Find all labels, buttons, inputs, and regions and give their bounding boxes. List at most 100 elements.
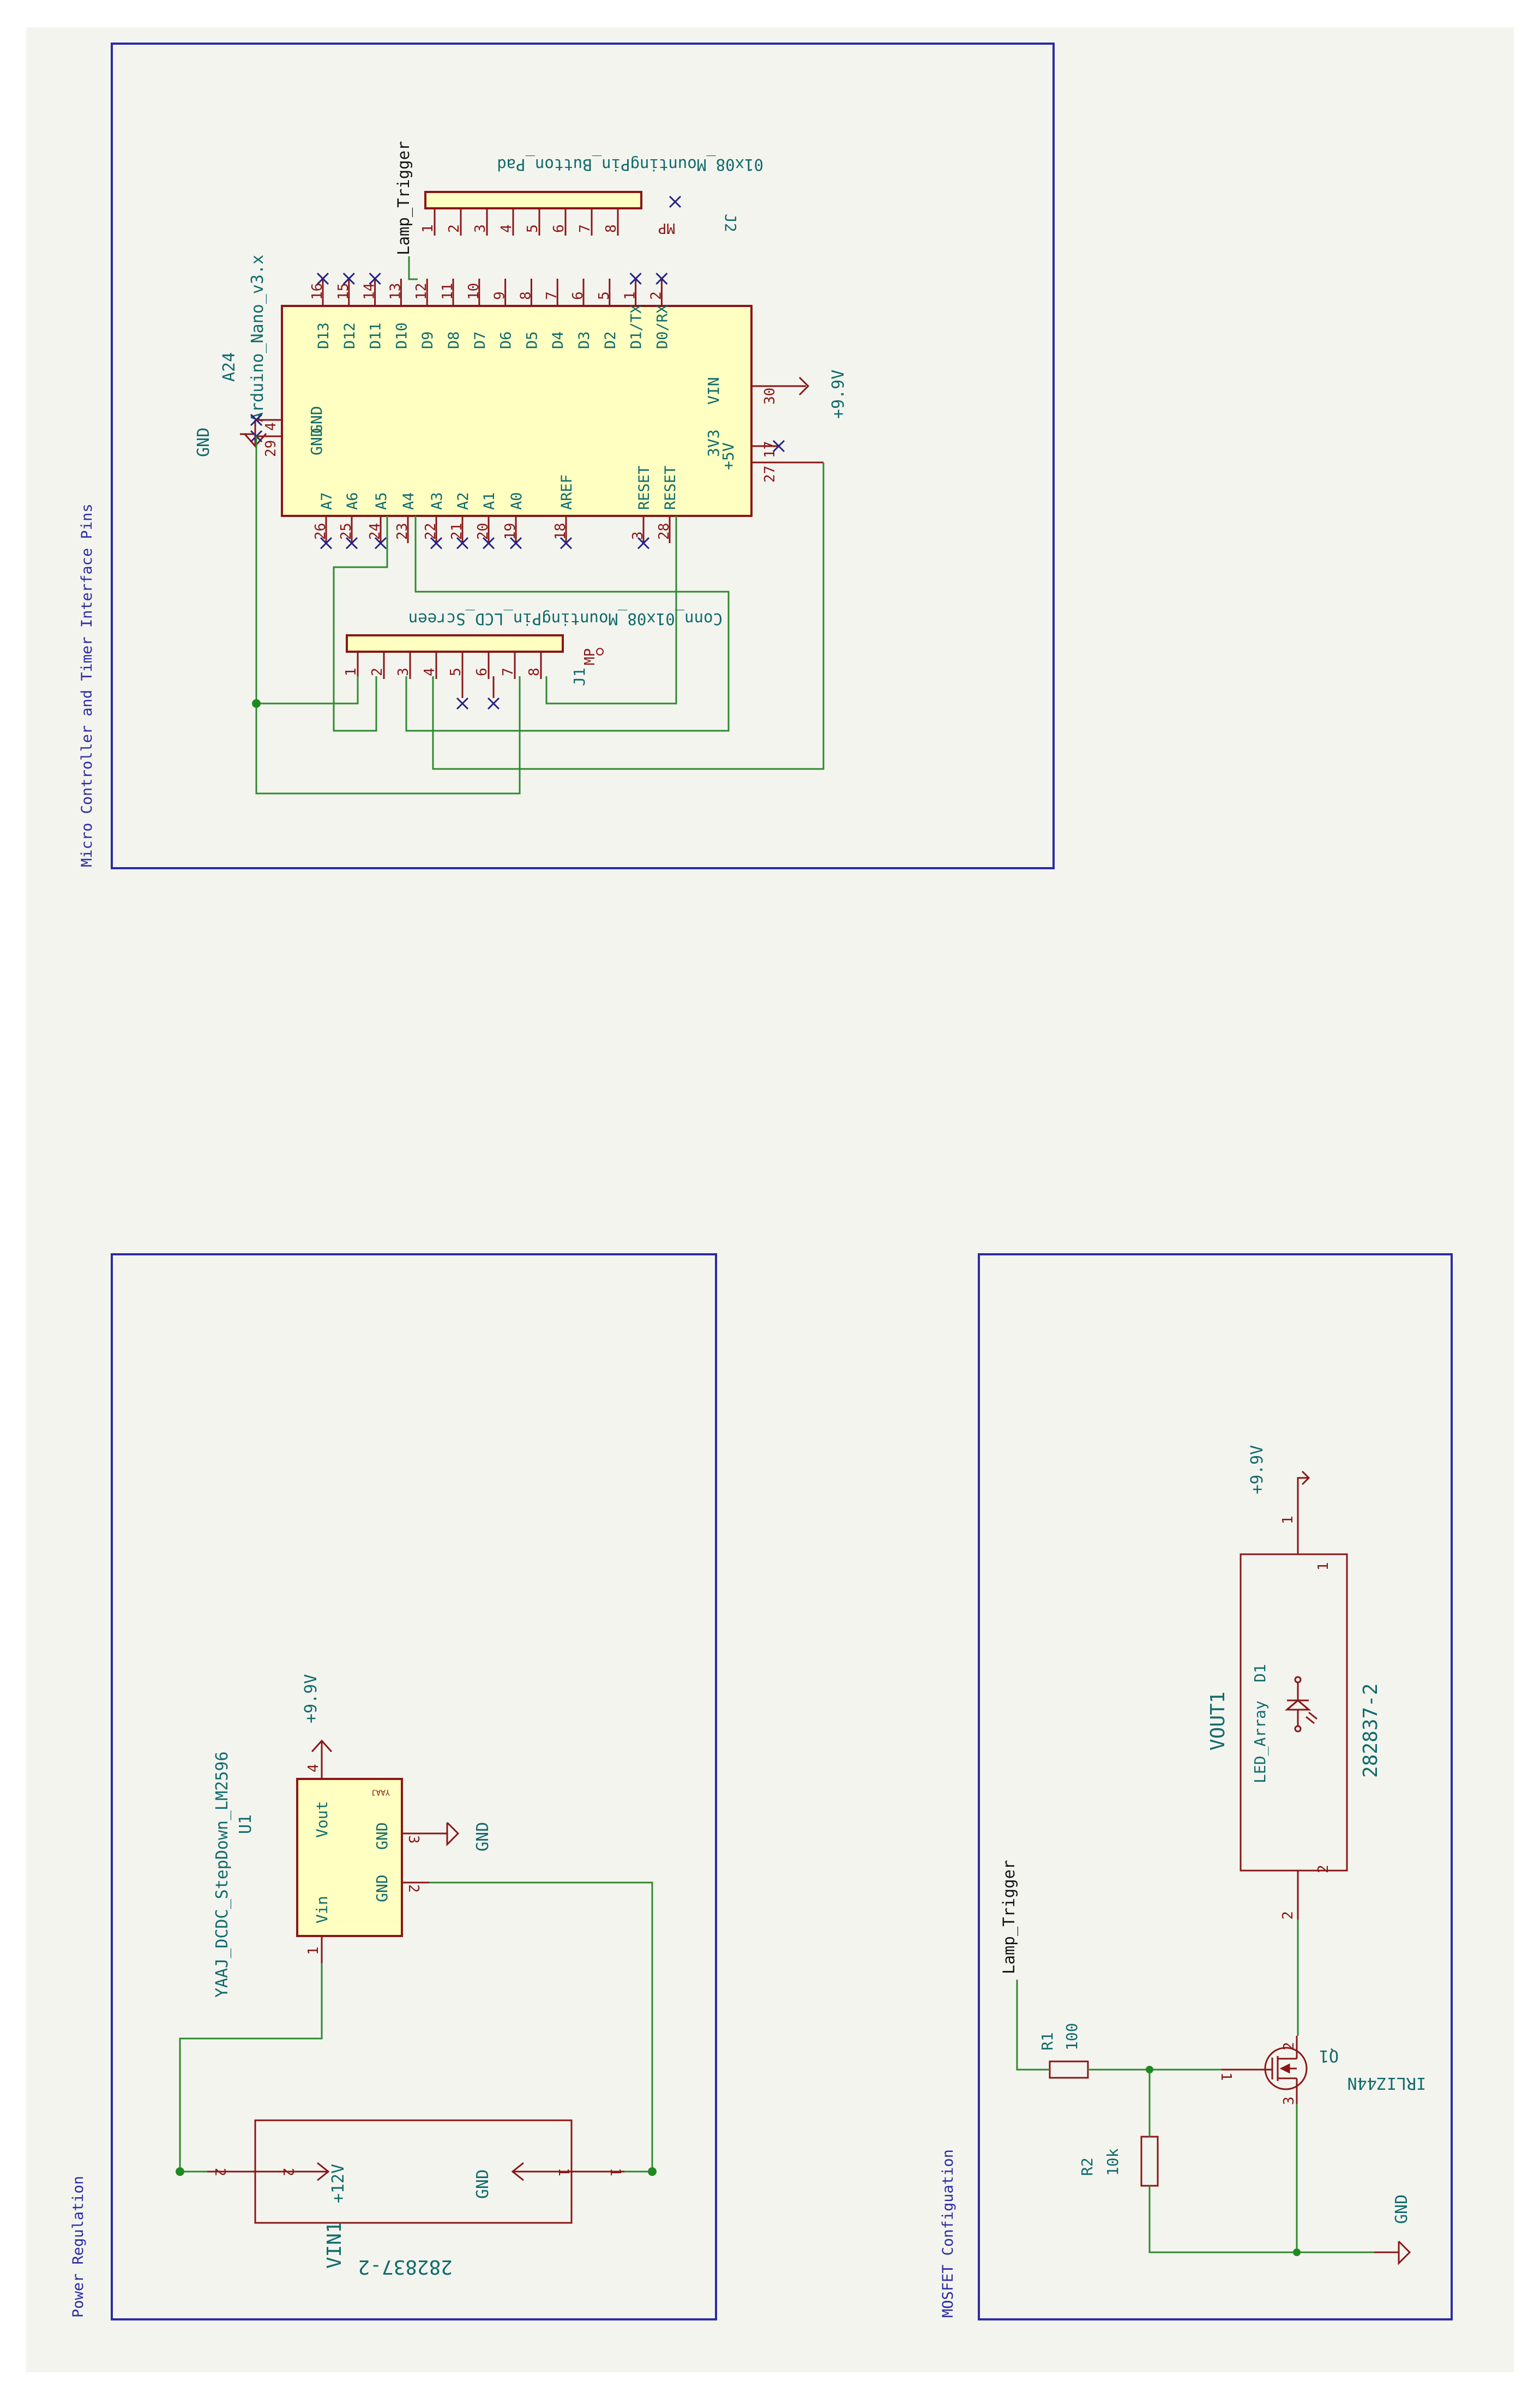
gnd-label-mosfet: GND [1392,2194,1411,2224]
a24-top-pin-name: D9 [419,331,436,349]
r1-value: 100 [1063,2023,1081,2051]
led-array-icon [1284,1676,1318,1733]
lamp-trigger-label-a24: Lamp_Trigger [394,141,413,255]
a24-bottom-pin-num: 23 [394,523,411,540]
a24-top-pin-name: D12 [341,322,358,349]
v99-label-a24: +9.9V [829,370,848,419]
vout1-pin-bottom-b: 2 [1315,1865,1332,1873]
gnd-label-a24: GND [194,428,213,457]
a24-top-pin-num: 12 [413,283,430,300]
j1-value: Conn_01x08_MountingPin_LCD_Screen [408,609,723,628]
u1-pin-gnd-bottom: GND [373,1874,391,1902]
a24-bottom-pin-num: 21 [449,523,465,540]
connector-pin-num: 1 [343,668,359,676]
a24-bottom-pin-name: A1 [481,492,498,510]
a24-top-pin-name: D3 [576,331,593,349]
a24-bottom-pin-num: 26 [312,523,329,540]
sheet-title-power: Power Regulation [70,2176,87,2318]
a24-pin-name-5v: +5V [719,442,737,470]
a24-body [281,305,753,517]
vout1-pin-top-b: 1 [1315,1562,1332,1571]
no-connect-mark [320,537,333,550]
a24-top-pin-name: D7 [472,331,489,349]
sheet-frame-power [111,1253,717,2320]
a24-bottom-pin-num: 24 [367,523,383,540]
a24-top-pin-num: 13 [387,283,404,300]
a24-top-pin-num: 1 [622,291,639,300]
no-connect-mark [456,537,469,550]
vout1-pin-bottom: 2 [1280,1911,1296,1920]
no-connect-mark [369,272,381,285]
power-regulation-sheet: Power Regulation YAAJ_DCDC_StepDown_LM25… [70,1253,717,2320]
a24-bottom-pin-name: RESET [662,466,679,510]
j1-body [346,634,564,653]
u1-pin-num-2: 2 [405,1884,422,1893]
a24-top-pin-name: D11 [368,322,384,349]
a24-top-pin-name: D0/RX [654,305,671,349]
gnd-junction-a24 [252,699,261,708]
schematic-paper [26,27,1514,2372]
connector-pin-num: 8 [526,668,543,676]
a24-pin-name-3v3: 3V3 [705,429,723,457]
connector-pin-num: 3 [395,668,412,676]
no-connect-mark [509,537,522,550]
connector-pin-num: 6 [551,224,567,233]
vout1-ref: VOUT1 [1207,1692,1229,1751]
a24-top-pins: D1316D1215D1114D1013D912D811D710D69D58D4… [309,272,671,349]
a24-pin-num-29: 29 [263,440,279,457]
q1-pin-2: 2 [1281,2042,1297,2051]
connector-pin-num: 5 [525,224,541,233]
no-connect-mark [655,272,668,285]
a24-bottom-pin-name: A7 [318,492,335,510]
vout1-body [1240,1553,1348,1872]
a24-pin-num-4: 4 [263,422,279,431]
a24-bottom-pin-num: 18 [552,523,569,540]
a24-bottom-pin-num: 19 [502,523,519,540]
v99-label-vout: +9.9V [1248,1445,1267,1494]
mosfet-configuration-sheet: MOSFET Configuation VOUT1 282837-2 LED_A… [940,1253,1453,2320]
a24-bottom-pin-num: 3 [630,531,646,540]
a24-bottom-pin-name: A2 [455,492,472,510]
j1-ref: J1 [570,668,588,686]
no-connect-mark [456,697,469,710]
u1-tag: YAAJ [371,1788,390,1796]
u1-pin-gnd-top: GND [373,1822,391,1850]
mosfet-wires [1016,1920,1374,2253]
no-connect-mark [487,697,500,710]
u1-ref: U1 [236,1814,255,1834]
u1-pin-vout: Vout [313,1801,331,1838]
a24-top-pin-num: 16 [309,283,326,300]
a24-bottom-pin-name: AREF [558,474,575,510]
gate-junction [1146,2066,1153,2073]
q1-ref: Q1 [1319,2046,1339,2065]
sheet-title-mosfet: MOSFET Configuation [940,2149,957,2318]
a24-bottom-pin-name: A3 [429,492,446,510]
a24-bottom-pin-num: 25 [338,523,354,540]
a24-bottom-pin-num: 20 [475,523,491,540]
connector-pin-num: 2 [369,668,386,676]
a24-bottom-pin-name: A6 [344,492,361,510]
no-connect-mark [345,537,358,550]
no-connect-mark [316,272,329,285]
no-connect-mark [629,272,642,285]
a24-bottom-pin-name: A0 [508,492,525,510]
q1-pin-3: 3 [1281,2096,1297,2105]
j2-value: 01x08_MountingPin_Button_Pad [497,155,763,174]
vin1-ref: VIN1 [323,2221,346,2269]
no-connect-mark [374,537,387,550]
a24-bottom-pin-num: 28 [656,523,672,540]
mosfet-q1-icon [1264,2036,1308,2104]
a24-top-pin-num: 2 [648,291,664,300]
v99-label-u1: +9.9V [302,1674,321,1723]
q1-pin-1: 1 [1218,2072,1234,2081]
d1-ref: D1 [1251,1664,1269,1682]
connector-pin-num: 7 [577,224,593,233]
ground-junction [1293,2248,1301,2256]
a24-pin-name-vin: VIN [705,377,723,405]
connector-pin-num: 1 [420,224,436,233]
connector-pin-num: 7 [500,668,516,676]
a24-pin-name-gnd-4: GND [308,406,326,434]
no-connect-mark [482,537,495,550]
r1-ref: R1 [1038,2032,1056,2051]
